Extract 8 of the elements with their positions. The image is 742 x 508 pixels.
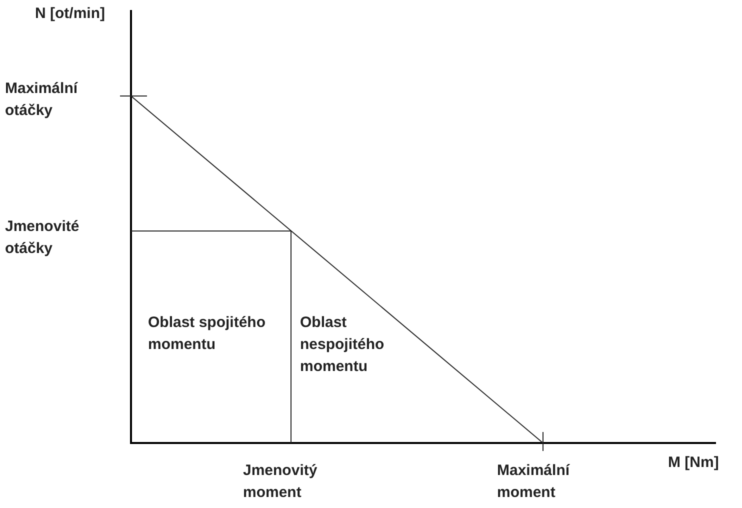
- axis-title: N [ot/min]: [35, 4, 105, 24]
- axis-label: Jmenovité otáčky: [5, 217, 80, 259]
- region-label: Oblast nespojitého momentu: [300, 313, 386, 377]
- region-label: Oblast spojitého momentu: [148, 313, 267, 355]
- axis-label: Maximální moment: [497, 461, 571, 503]
- axis-label: Maximální otáčky: [5, 79, 79, 121]
- axis-label: Jmenovitý moment: [243, 461, 318, 503]
- axis-title: M [Nm]: [668, 453, 719, 473]
